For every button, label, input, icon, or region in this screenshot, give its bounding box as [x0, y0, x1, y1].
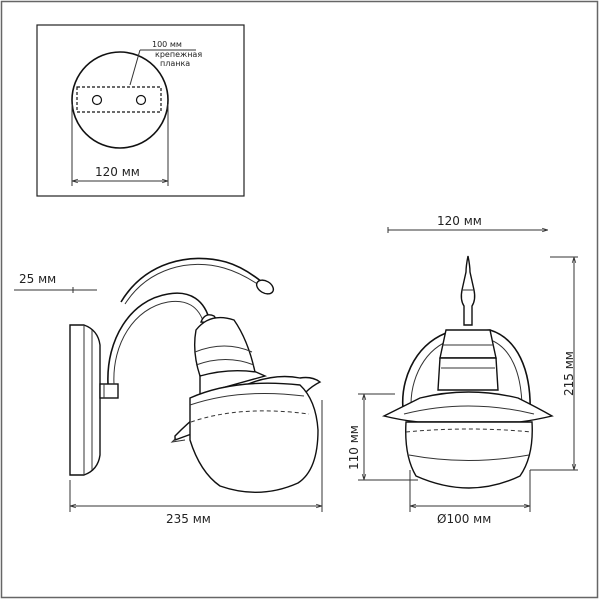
screw-hole-right [135, 94, 147, 106]
shade-height-label: 110 мм [347, 425, 361, 470]
mount-detail: 100 мм крепежная планка 120 мм [36, 24, 245, 197]
height-label: 215 мм [562, 351, 576, 396]
bracket-label-1: крепежная [155, 50, 202, 59]
front-view: 120 мм 215 мм 110 мм [347, 214, 578, 526]
mount-plate [71, 51, 169, 149]
shade-diameter-label: Ø100 мм [437, 512, 491, 526]
main-arm [107, 292, 211, 385]
screw-hole-left [91, 94, 103, 106]
wall-plate [69, 324, 101, 476]
front-shade-rim [381, 391, 554, 423]
bracket-label-2: планка [160, 59, 190, 68]
bar-length-label: 100 мм [152, 40, 182, 49]
decor-arm [120, 257, 263, 303]
length-label: 235 мм [166, 512, 211, 526]
mount-detail-frame [36, 24, 245, 197]
mounting-bracket [76, 86, 162, 113]
bracket-leader [129, 49, 141, 86]
holder-body [193, 316, 256, 377]
front-holder-top [439, 329, 497, 359]
front-holder-body [437, 357, 499, 391]
shade-body [189, 382, 319, 493]
mount-knob [99, 383, 119, 399]
front-shade-body [405, 421, 533, 489]
arm-tip [255, 279, 275, 295]
projection-label: 25 мм [19, 272, 56, 286]
side-view: 25 мм 235 мм [14, 257, 323, 526]
plate-diameter-label: 120 мм [95, 165, 140, 179]
width-label: 120 мм [437, 214, 482, 228]
